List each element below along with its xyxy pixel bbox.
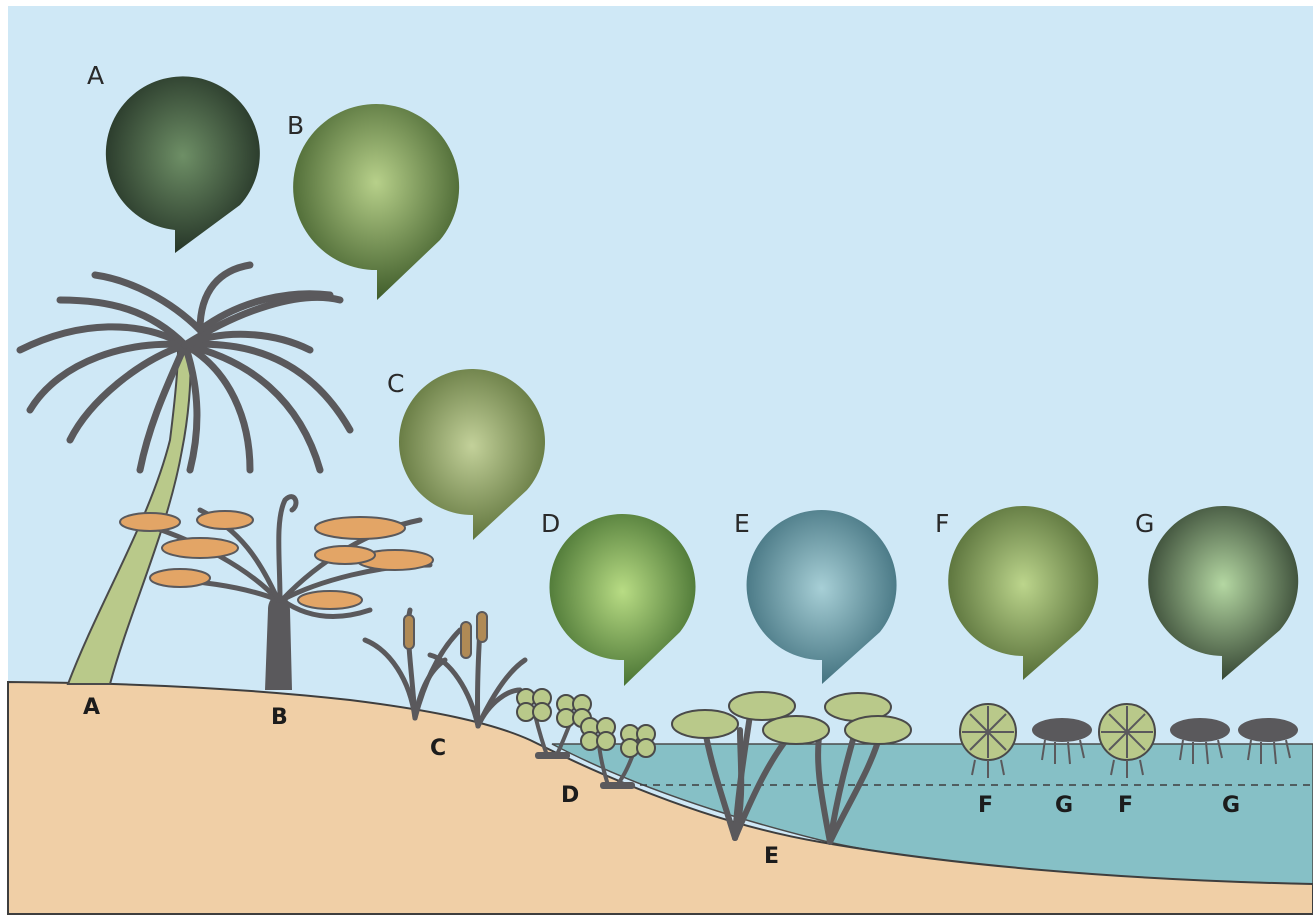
- bubble-label-d: D: [541, 509, 560, 538]
- ground-label-g-1: G: [1055, 793, 1073, 818]
- ground-label-a: A: [83, 695, 100, 720]
- ground-label-f-1: F: [978, 793, 993, 818]
- bubble-label-f: F: [935, 509, 949, 538]
- ground-label-g-2: G: [1222, 793, 1240, 818]
- ground-label-e: E: [764, 844, 779, 869]
- bubble-label-a: A: [87, 61, 104, 90]
- ground-label-b: B: [271, 705, 288, 730]
- bubble-label-g: G: [1135, 509, 1154, 538]
- bubble-label-c: C: [387, 369, 404, 398]
- ground-label-c: C: [430, 736, 446, 761]
- bubble-label-b: B: [287, 111, 304, 140]
- page-margin-bottom: [0, 914, 1313, 921]
- bubble-label-e: E: [734, 509, 750, 538]
- ground-label-d: D: [561, 783, 579, 808]
- ground-label-f-2: F: [1118, 793, 1133, 818]
